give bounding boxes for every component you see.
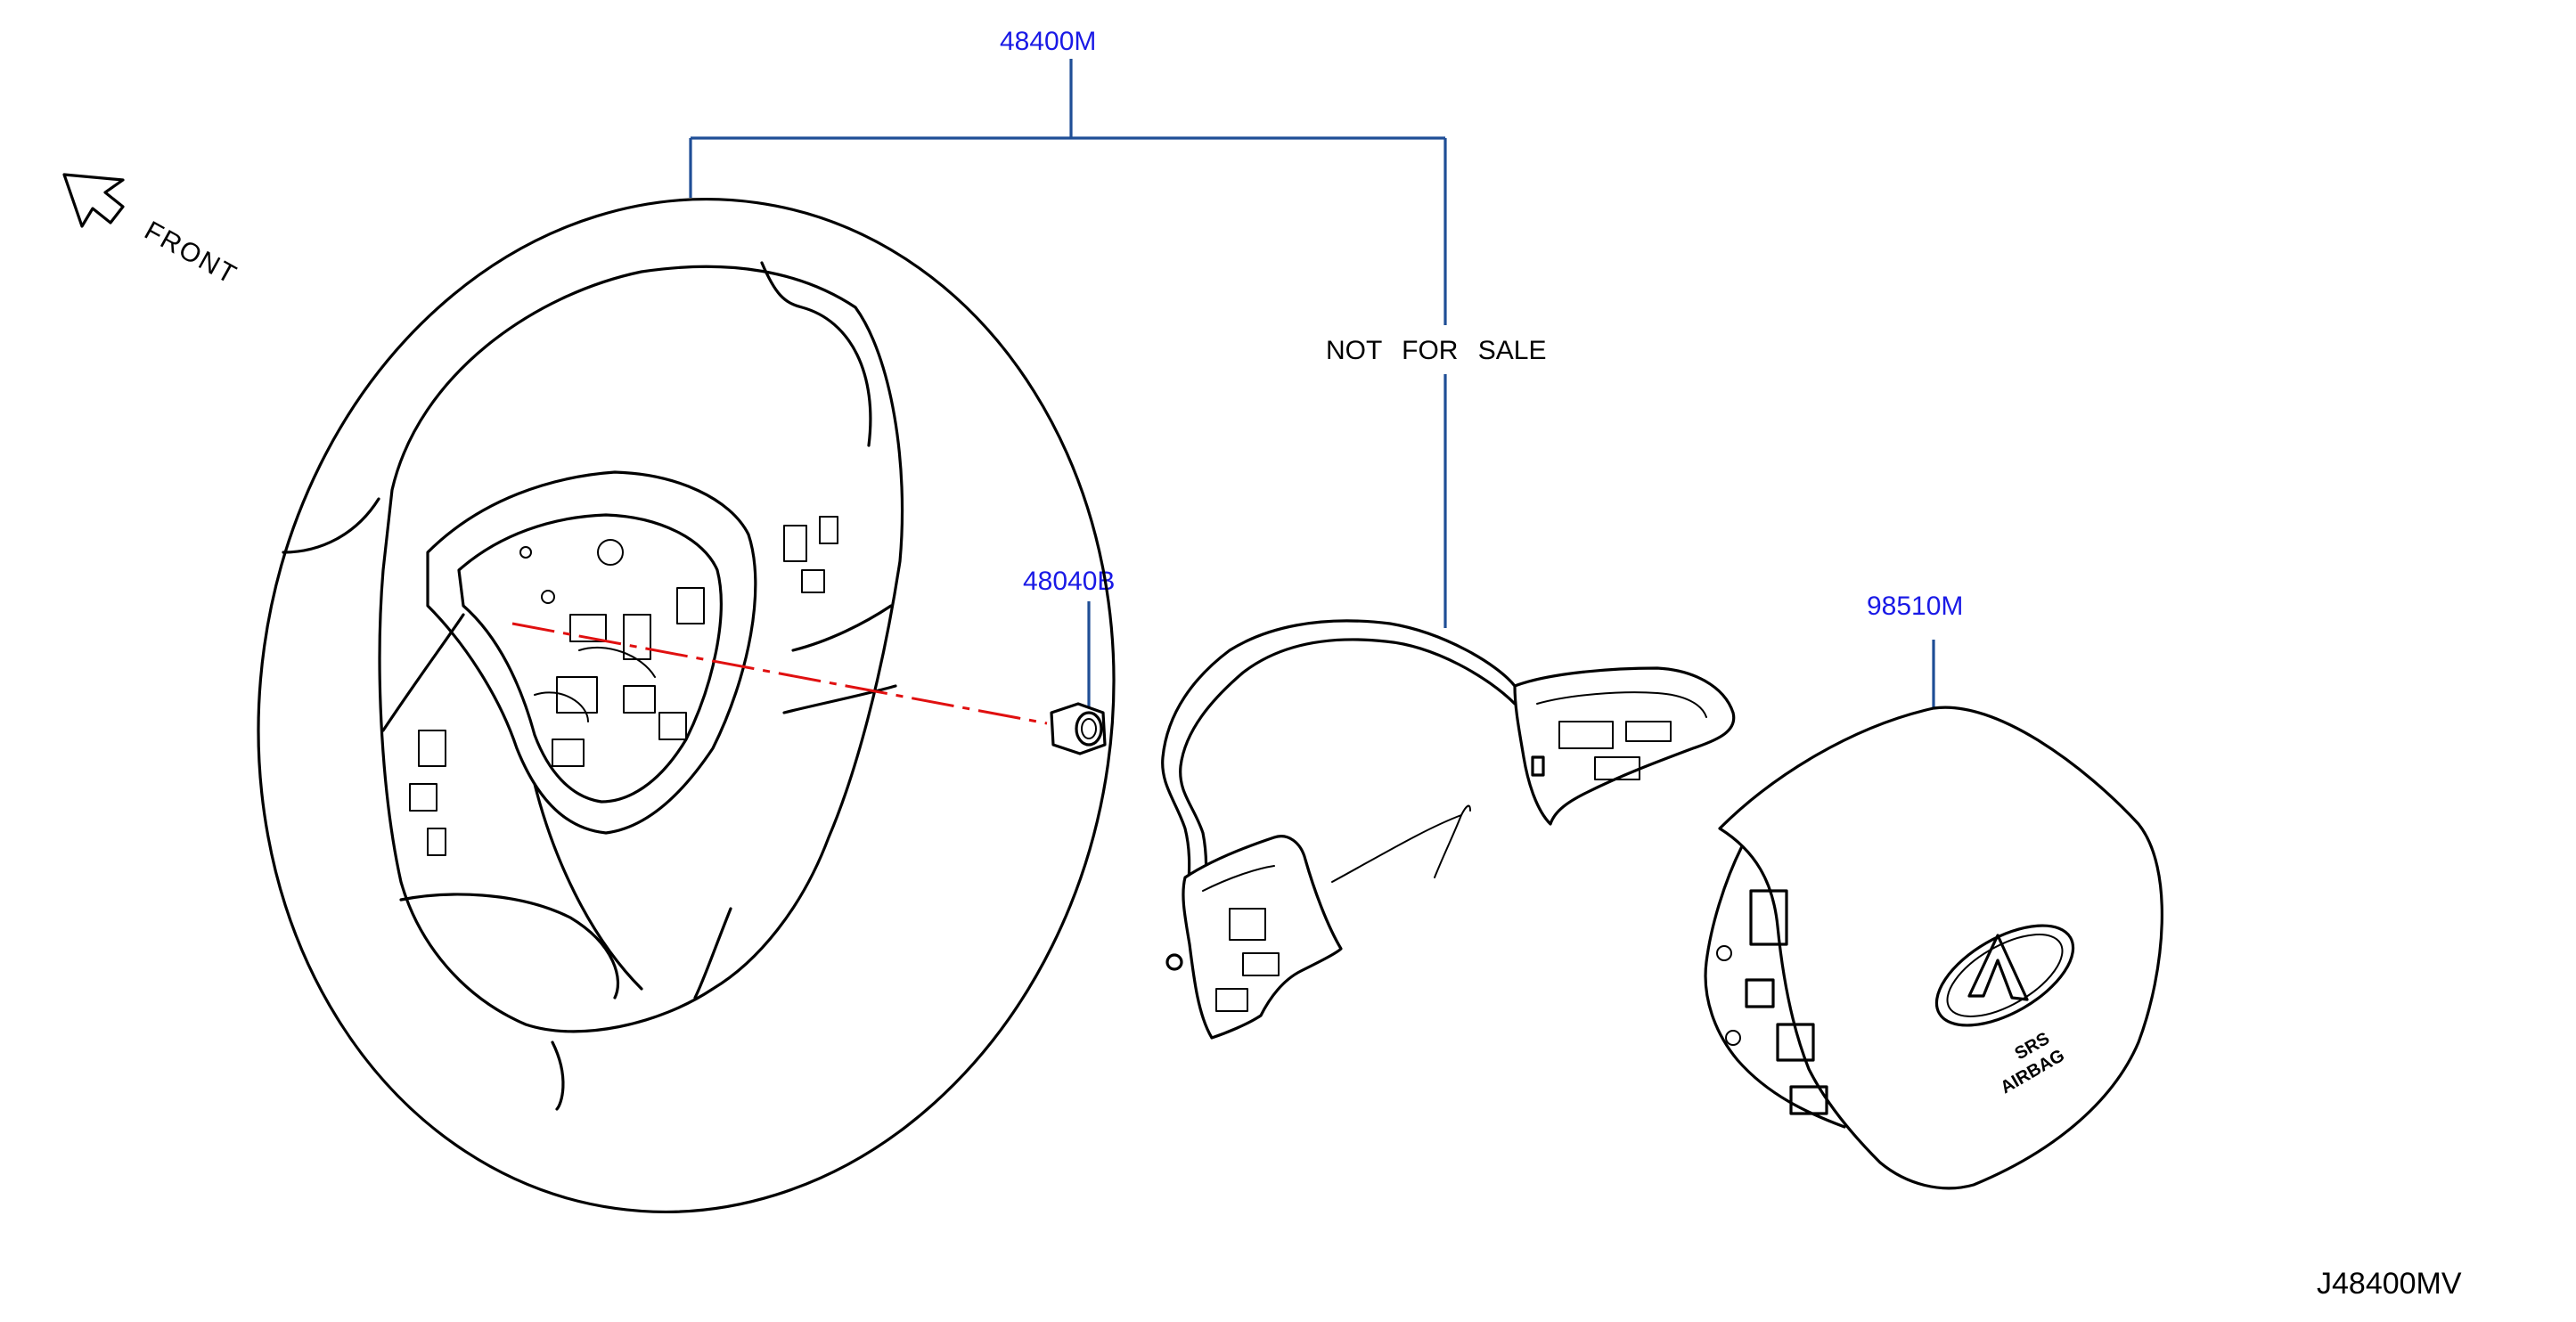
airbag-back-housing	[1704, 845, 1846, 1129]
wheel-rim-inner	[378, 265, 904, 1033]
wheel-spoke-right	[782, 604, 897, 714]
airbag-cover	[1718, 706, 2163, 1190]
callout-98510m[interactable]: 98510M	[1867, 592, 1963, 621]
rim-grip-left	[282, 497, 380, 554]
wheel-hub-inner	[457, 513, 723, 804]
nut-48040b[interactable]	[1050, 702, 1107, 755]
callout-48040b[interactable]: 48040B	[1023, 567, 1115, 596]
wheel-hub-frame	[426, 470, 757, 835]
switch-harness-assy[interactable]	[1161, 619, 1736, 1040]
assembly-centerline	[511, 622, 1048, 725]
harness-wire-inner	[1179, 638, 1517, 928]
front-arrow: FRONT	[62, 173, 242, 290]
harness-wire	[1161, 619, 1517, 928]
infiniti-logo-icon	[1934, 924, 2075, 1027]
wheel-lower-cover	[399, 893, 620, 1000]
leader-48400m	[689, 59, 1447, 628]
front-arrow-icon	[62, 173, 125, 228]
front-label: FRONT	[140, 216, 242, 290]
steering-wheel[interactable]	[193, 143, 1178, 1268]
callout-48400m[interactable]: 48400M	[1000, 27, 1096, 56]
wheel-spoke-left	[381, 613, 465, 732]
wheel-rim-outer	[257, 198, 1116, 1213]
rim-grip-upper	[760, 261, 872, 447]
steering-switch-right[interactable]	[1513, 666, 1736, 826]
steering-switch-left[interactable]	[1165, 835, 1343, 1040]
hub-details	[409, 516, 838, 856]
wheel-spoke-lower	[533, 782, 732, 1000]
rim-grip-lower	[551, 1040, 565, 1111]
switch-lead	[1331, 804, 1471, 883]
not-for-sale-note: NOT FOR SALE	[1326, 336, 1547, 365]
diagram-code: J48400MV	[2317, 1267, 2462, 1301]
airbag-module-98510m[interactable]: SRS AIRBAG	[1704, 706, 2163, 1190]
